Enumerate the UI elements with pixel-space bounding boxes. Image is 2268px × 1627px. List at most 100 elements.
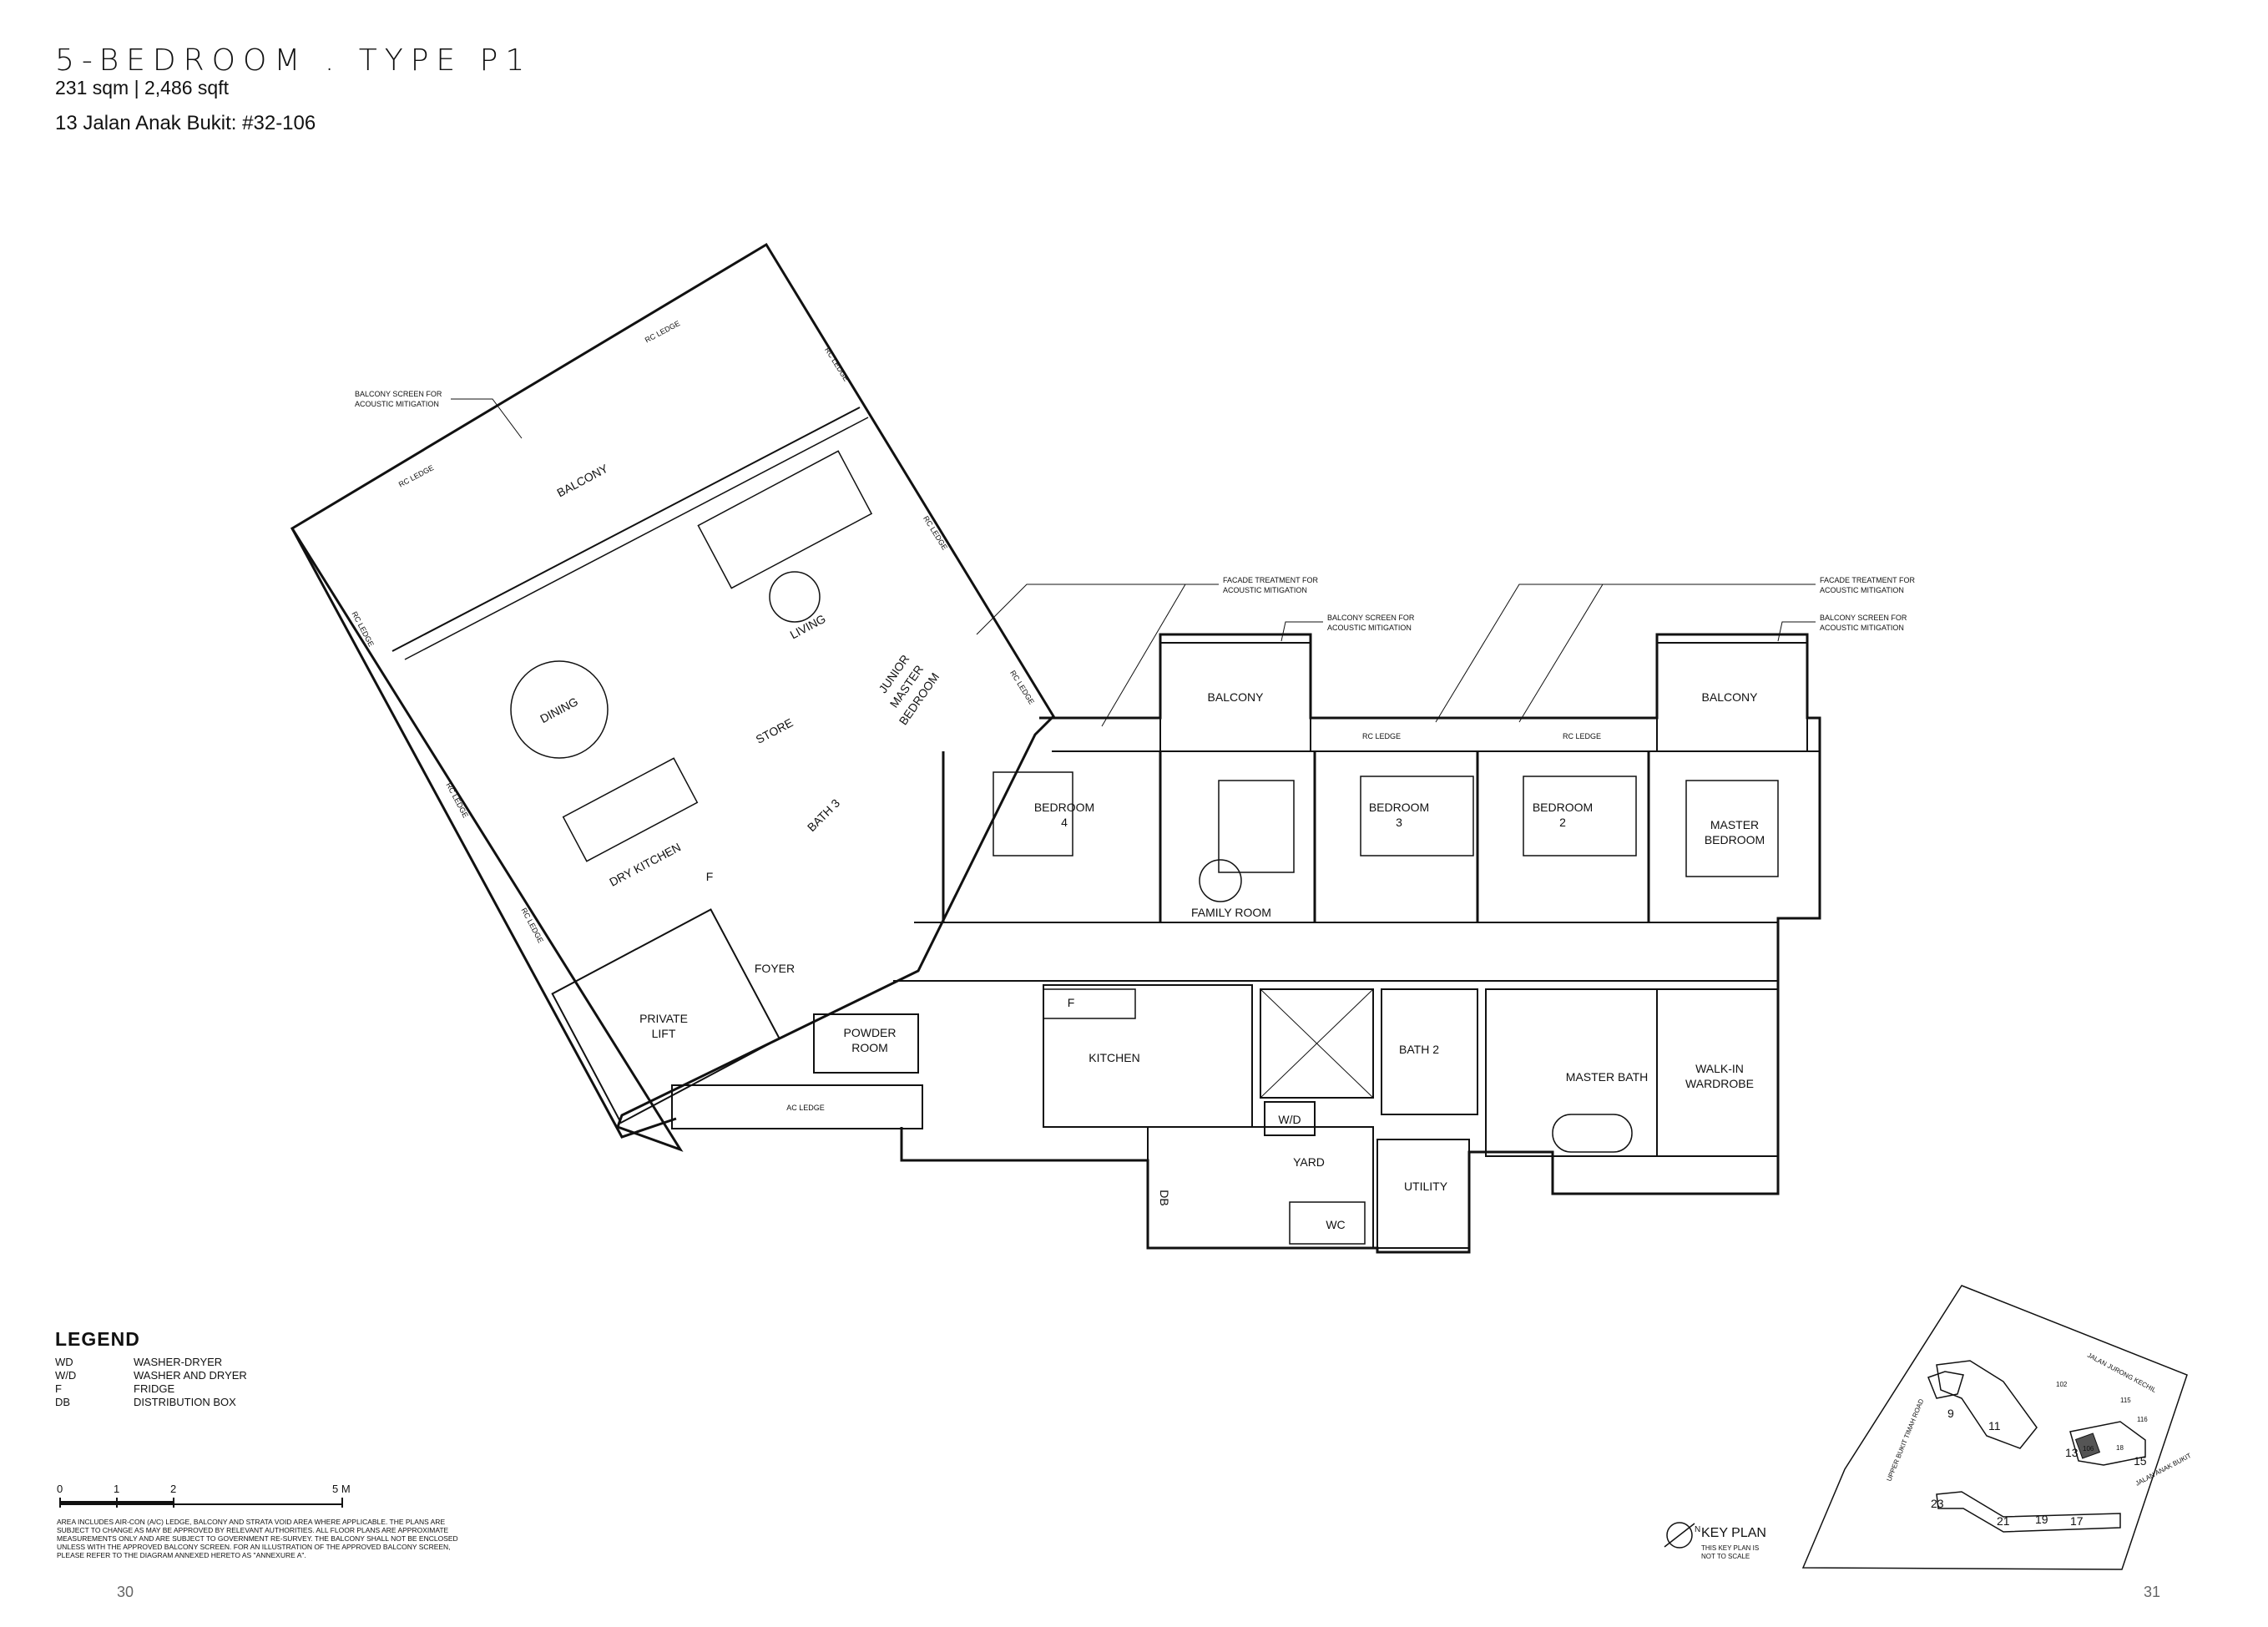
block-116: 116 — [2137, 1416, 2148, 1423]
room-lift-l1: PRIVATE — [639, 1012, 688, 1025]
block-9: 9 — [1947, 1407, 1954, 1420]
block-cluster-west — [1927, 1371, 1964, 1399]
kitchen-counter — [1043, 988, 1136, 1019]
road-upper-bukit-timah: UPPER BUKIT TIMAH ROAD — [1886, 1397, 1926, 1482]
site-boundary — [1801, 1285, 2188, 1570]
room-bedroom4-l1: BEDROOM — [1034, 801, 1094, 814]
room-bath3: BATH 3 — [805, 796, 842, 834]
wardrobe-box — [1656, 988, 1779, 1157]
legend-code: WD — [55, 1356, 73, 1368]
legend-desc: WASHER AND DRYER — [134, 1369, 247, 1382]
leader-screen-family — [1280, 621, 1323, 642]
sofa-family — [1218, 780, 1295, 873]
rc-ledge-balcony: RC LEDGE — [397, 463, 435, 488]
block-115: 115 — [2120, 1397, 2131, 1404]
room-wc: WC — [1326, 1218, 1345, 1231]
facade-note-l1: FACADE TREATMENT FOR — [1223, 576, 1319, 584]
living-wing-outline — [290, 242, 1055, 1152]
block-19: 19 — [2035, 1513, 2048, 1526]
wc-box — [1289, 1201, 1366, 1245]
bed-master — [1685, 780, 1779, 877]
block-106: 106 — [2083, 1445, 2094, 1453]
legend-code: DB — [55, 1396, 71, 1408]
utility-box — [1376, 1139, 1470, 1249]
living-wing-wall — [290, 528, 677, 1139]
bedroom-wing-outline — [900, 633, 1821, 1254]
facade-note-master-l1: FACADE TREATMENT FOR — [1820, 576, 1916, 584]
block-cluster-north — [1936, 1360, 2038, 1449]
key-plan: 9 11 13 15 17 19 21 23 102 115 116 18 10… — [1664, 1285, 2193, 1570]
balcony-family-box — [1159, 642, 1311, 752]
fridge-kitchen: F — [1068, 996, 1075, 1009]
room-wd: W/D — [1278, 1113, 1301, 1126]
leader-balcony-screen — [451, 398, 523, 439]
balcony-glazing-2 — [404, 417, 869, 660]
room-bedroom3-l1: BEDROOM — [1369, 801, 1429, 814]
leader-facade-right-a — [1435, 584, 1816, 723]
rc-ledge-top: RC LEDGE — [644, 319, 681, 344]
leader-facade-mid — [1101, 584, 1219, 727]
bed-2 — [1523, 776, 1637, 856]
room-powder-l2: ROOM — [851, 1041, 888, 1054]
bed-4 — [993, 771, 1073, 856]
unit-area: 231 sqm | 2,486 sqft — [55, 77, 229, 99]
bed-3 — [1360, 776, 1474, 856]
room-yard: YARD — [1293, 1155, 1325, 1169]
room-bedroom2-l2: 2 — [1559, 816, 1566, 829]
room-bedroom3-l2: 3 — [1396, 816, 1402, 829]
scale-tick-1: 1 — [114, 1483, 120, 1495]
block-cluster-east — [2069, 1421, 2146, 1466]
screen-note-family-l1: BALCONY SCREEN FOR — [1327, 614, 1415, 622]
room-powder-l1: POWDER — [844, 1026, 897, 1039]
void-x2 — [1260, 988, 1374, 1099]
room-balcony-master: BALCONY — [1702, 690, 1759, 704]
void-box — [1260, 988, 1374, 1099]
ac-ledge-box — [671, 1084, 923, 1129]
room-dining: DINING — [538, 695, 580, 725]
screen-note-master-l1: BALCONY SCREEN FOR — [1820, 614, 1907, 622]
room-master-l2: BEDROOM — [1705, 833, 1765, 846]
page-number-left: 30 — [117, 1584, 134, 1600]
rc-ledge-b3: RC LEDGE — [1362, 732, 1401, 740]
page-number-right: 31 — [2144, 1584, 2161, 1600]
legend-desc: DISTRIBUTION BOX — [134, 1396, 236, 1408]
facade-note-l2: ACOUSTIC MITIGATION — [1223, 586, 1307, 594]
room-bedroom2-l1: BEDROOM — [1533, 801, 1593, 814]
legend-code: W/D — [55, 1369, 77, 1382]
kitchen-island — [562, 757, 699, 862]
coffee-table — [769, 571, 821, 623]
room-db: DB — [1158, 1190, 1171, 1205]
room-bath2: BATH 2 — [1399, 1043, 1439, 1056]
legend-desc: FRIDGE — [134, 1382, 175, 1395]
leader-facade-right-b — [1518, 584, 1816, 723]
block-18: 18 — [2116, 1444, 2124, 1452]
block-17: 17 — [2070, 1514, 2084, 1528]
room-walkin-l1: WALK-IN — [1695, 1062, 1744, 1075]
block-23: 23 — [1931, 1497, 1944, 1510]
balcony-glazing — [391, 407, 861, 652]
screen-note-family-l2: ACOUSTIC MITIGATION — [1327, 624, 1412, 632]
kitchen-box — [1043, 984, 1253, 1128]
legend-title: LEGEND — [55, 1328, 140, 1350]
north-label: N — [1695, 1525, 1700, 1534]
lift-box — [551, 908, 781, 1124]
scale-bar — [59, 1498, 343, 1508]
block-102: 102 — [2056, 1381, 2068, 1388]
room-walkin-l2: WARDROBE — [1685, 1077, 1754, 1090]
leader-facade-left — [976, 584, 1219, 635]
wd-box — [1264, 1101, 1316, 1136]
unit-address: 13 Jalan Anak Bukit: #32-106 — [55, 112, 316, 134]
room-master-bath: MASTER BATH — [1566, 1070, 1649, 1084]
room-foyer: FOYER — [755, 962, 795, 975]
room-utility: UTILITY — [1404, 1180, 1448, 1193]
facade-note-master-l2: ACOUSTIC MITIGATION — [1820, 586, 1904, 594]
room-dry-kitchen: DRY KITCHEN — [607, 840, 683, 888]
keyplan-note-l1: THIS KEY PLAN IS — [1701, 1544, 1759, 1552]
keyplan-note-l2: NOT TO SCALE — [1701, 1553, 1750, 1560]
balcony-master-box — [1656, 642, 1808, 752]
bathtub — [1552, 1114, 1633, 1153]
sofa — [697, 450, 873, 589]
block-15: 15 — [2134, 1454, 2147, 1468]
room-kitchen: KITCHEN — [1089, 1051, 1139, 1064]
rc-ledge-left-2: RC LEDGE — [444, 781, 469, 819]
